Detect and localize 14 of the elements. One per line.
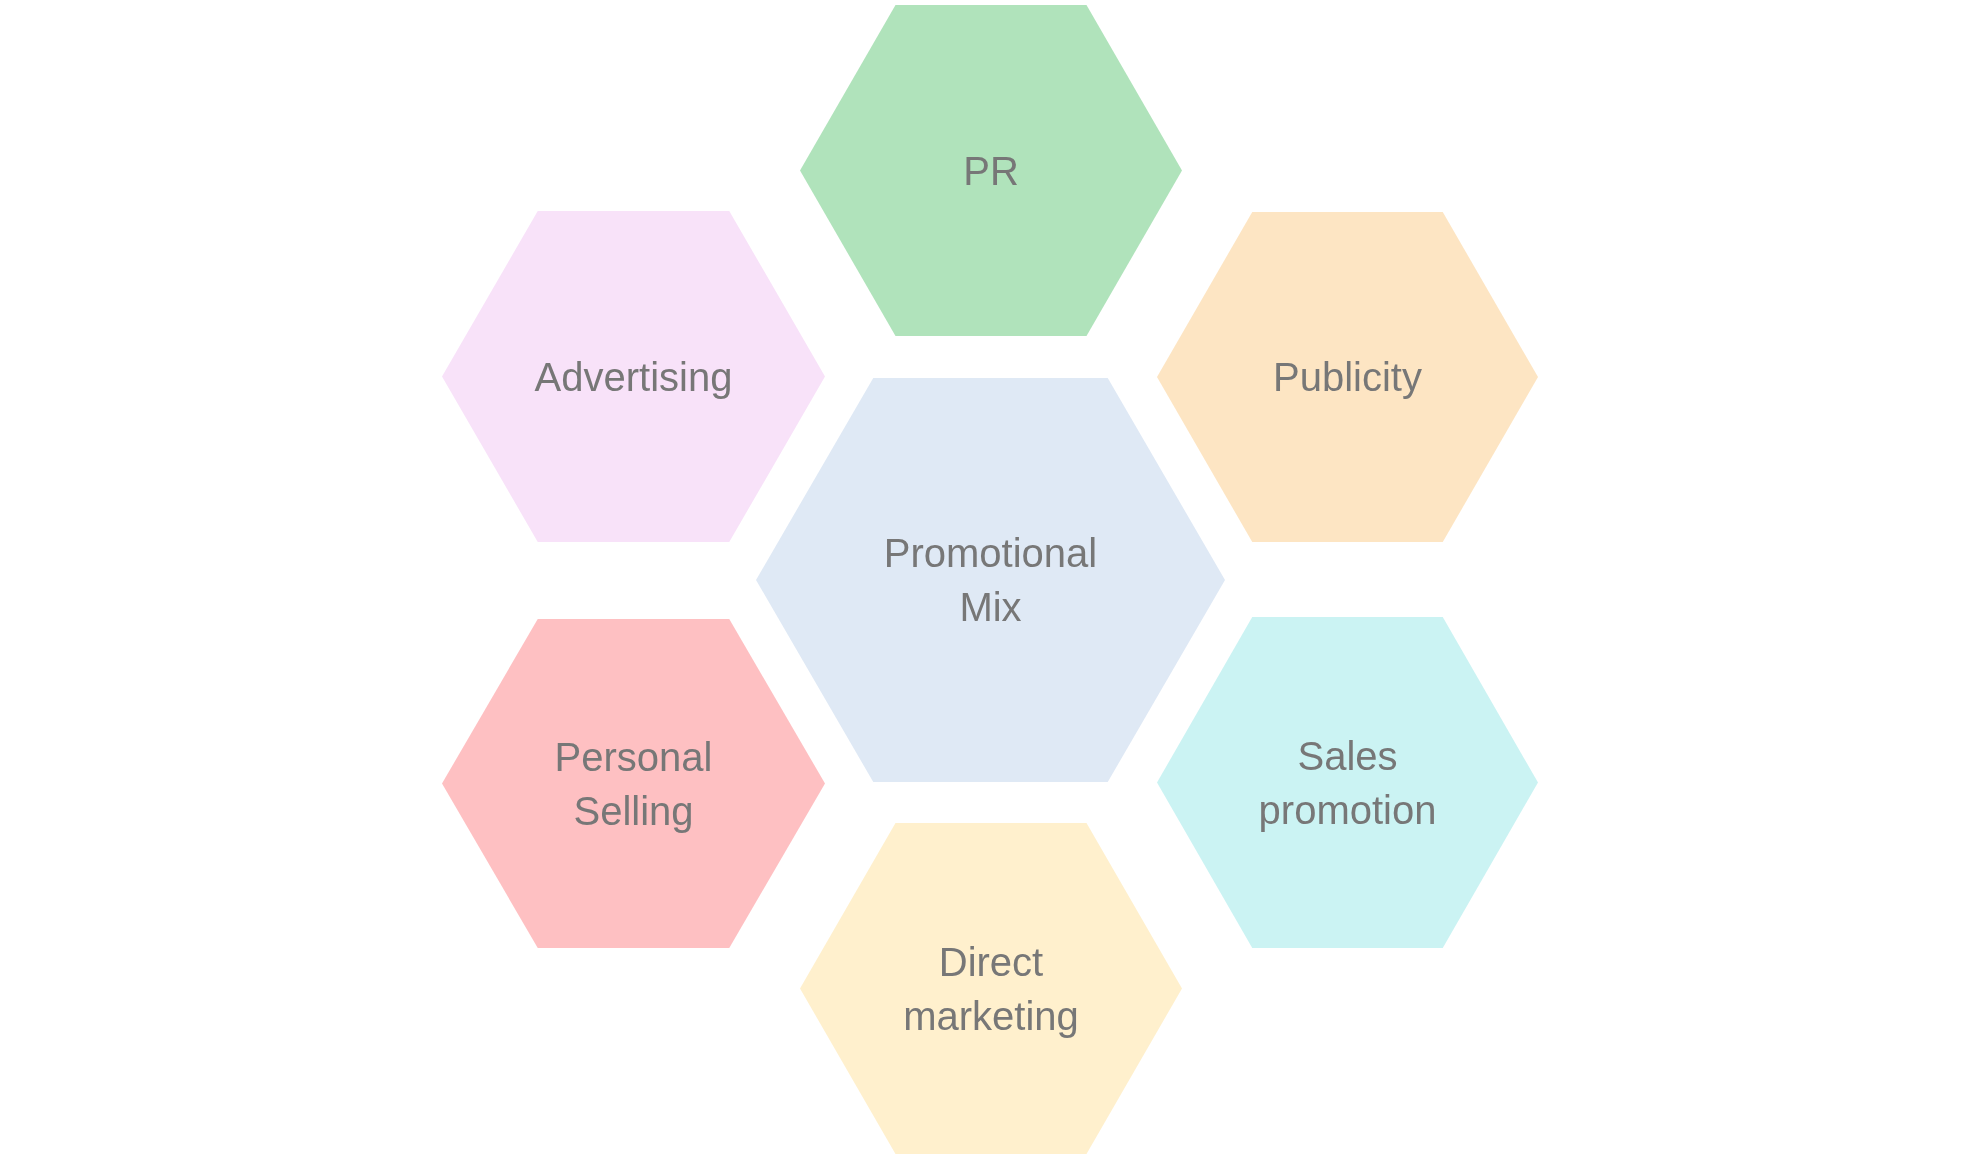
hexagon: [756, 378, 1225, 782]
hexagon: [800, 823, 1182, 1154]
node-label: PR: [962, 147, 1020, 195]
node-label: Advertising: [533, 353, 734, 401]
node-label: Promotional Mix: [882, 530, 1099, 631]
hexagon: [442, 211, 825, 542]
node-label: Personal Selling: [553, 733, 714, 835]
node-label: Publicity: [1272, 354, 1423, 401]
hexagon: [1157, 617, 1538, 948]
node-label: Direct marketing: [902, 938, 1080, 1040]
hexagon: [1157, 212, 1538, 542]
hexagon: [442, 619, 825, 948]
node-label: Sales promotion: [1257, 732, 1438, 834]
hexagon: [800, 5, 1182, 336]
